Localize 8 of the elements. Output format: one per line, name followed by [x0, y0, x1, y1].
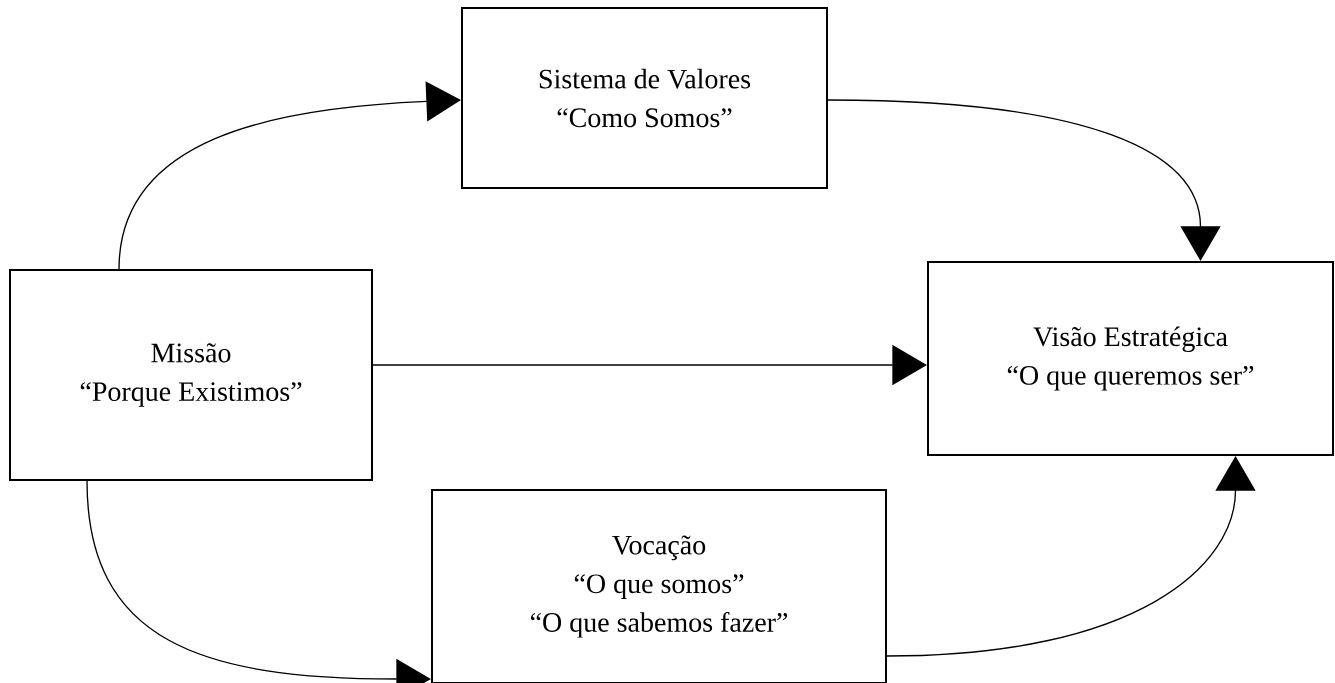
text-box: Visão Estratégica “O que queremos ser” [927, 261, 1334, 456]
text-box: Missão “Porque Existimos” [9, 269, 373, 481]
arrow [86, 480, 431, 683]
arrow [827, 99, 1221, 261]
text-box: Sistema de Valores “Como Somos” [461, 7, 828, 189]
arrow [886, 456, 1256, 657]
arrow [118, 81, 461, 270]
text-box: Vocação “O que somos” “O que sabemos fazer” [431, 489, 887, 683]
